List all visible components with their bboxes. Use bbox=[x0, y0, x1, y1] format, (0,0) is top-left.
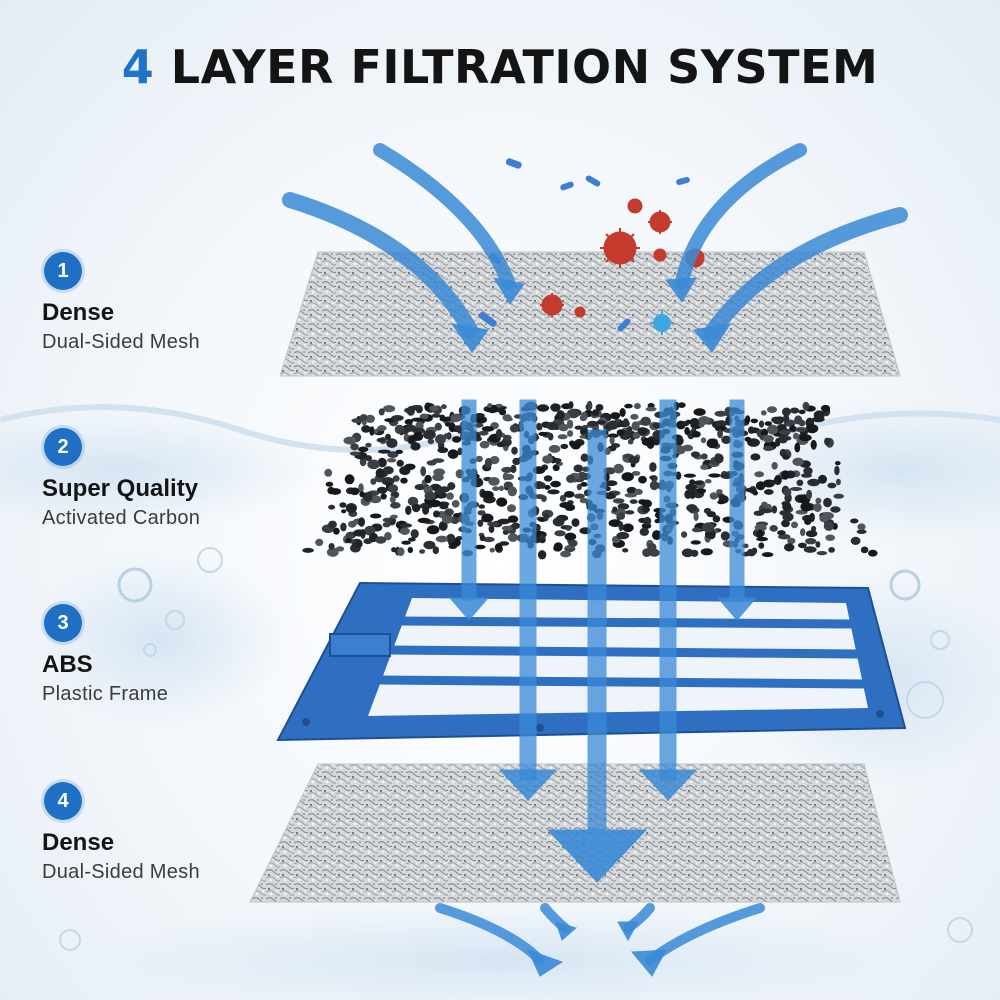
number-badge-icon: 4 bbox=[44, 782, 82, 820]
layer-name: Super Quality bbox=[42, 475, 199, 502]
layer-description: Activated Carbon bbox=[42, 507, 201, 529]
number-badge-icon: 2 bbox=[44, 428, 82, 466]
layer-label-1: 1 Dense Dual-Sided Mesh bbox=[42, 252, 282, 356]
layer-description: Plastic Frame bbox=[42, 683, 169, 705]
flow-arrow-icon bbox=[282, 143, 908, 340]
virus-blue-icon bbox=[650, 311, 674, 335]
layer-description: Dual-Sided Mesh bbox=[42, 861, 200, 883]
number-badge-icon: 3 bbox=[44, 604, 82, 642]
flow-arrows bbox=[282, 143, 908, 977]
layer-label-3: 3 ABS Plastic Frame bbox=[42, 604, 282, 708]
page-title: 4 LAYER FILTRATION SYSTEM bbox=[0, 40, 1000, 94]
title-text: LAYER FILTRATION SYSTEM bbox=[170, 40, 879, 94]
activated-carbon-layer bbox=[302, 400, 878, 560]
layer-name: ABS bbox=[42, 651, 93, 678]
number-badge-icon: 1 bbox=[44, 252, 82, 290]
mesh-layer-top bbox=[279, 251, 901, 377]
title-accent-number: 4 bbox=[121, 40, 155, 94]
layer-name: Dense bbox=[42, 299, 115, 326]
layer-label-2: 2 Super Quality Activated Carbon bbox=[42, 428, 282, 532]
layer-name: Dense bbox=[42, 829, 115, 856]
layer-description: Dual-Sided Mesh bbox=[42, 331, 200, 353]
layer-label-4: 4 Dense Dual-Sided Mesh bbox=[42, 782, 282, 886]
